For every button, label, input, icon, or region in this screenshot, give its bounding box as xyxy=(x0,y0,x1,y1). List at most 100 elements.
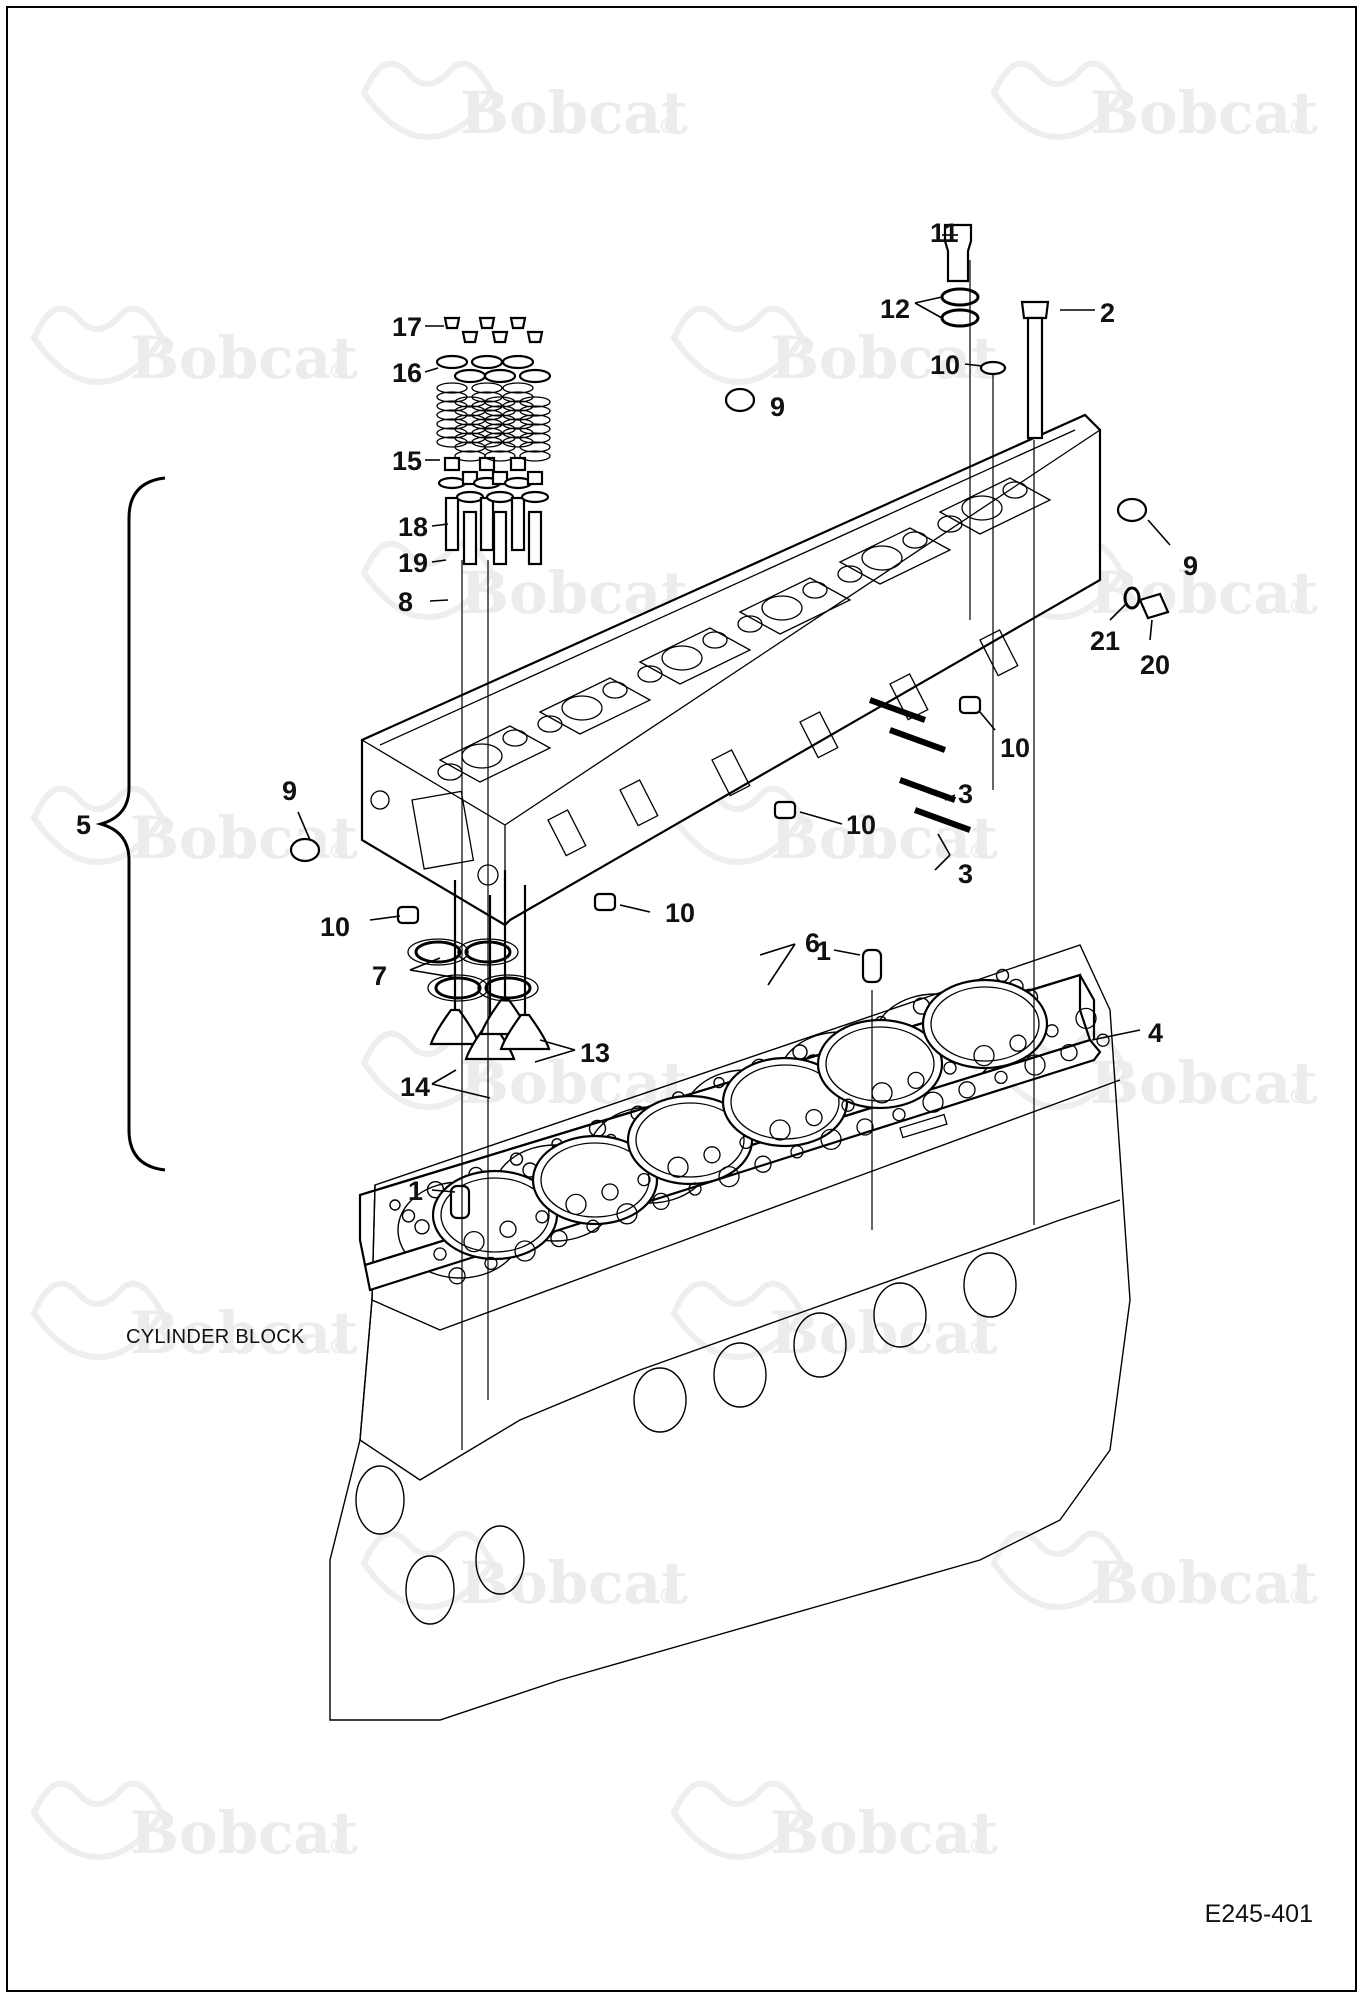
valve-cotter-collet xyxy=(491,330,509,344)
block-coolant-hole xyxy=(713,1076,725,1089)
callout-leader xyxy=(409,957,441,971)
gasket-passage-hole xyxy=(1060,1043,1078,1062)
injector-o-ring xyxy=(940,287,980,307)
callout-number: 7 xyxy=(372,961,387,991)
gasket-bore-inner xyxy=(540,1142,650,1218)
head-rocker-rail xyxy=(379,429,1076,746)
head-valve-seat xyxy=(502,729,528,747)
callout-number: 10 xyxy=(846,810,876,840)
block-coolant-hole xyxy=(509,1152,524,1166)
callout-leader xyxy=(1149,619,1153,641)
callout-number: 9 xyxy=(770,392,785,422)
callout-10: 10 xyxy=(619,898,695,928)
valve-guide xyxy=(479,496,495,552)
gasket-passage-hole xyxy=(754,1155,772,1173)
callout-leader xyxy=(424,367,439,373)
head-valve-seat xyxy=(1002,481,1028,499)
callout-12: 12 xyxy=(880,294,943,324)
locating-dowel xyxy=(449,1184,471,1220)
gasket-passage-hole xyxy=(958,1081,976,1099)
callout-leader xyxy=(431,559,447,563)
bobcat-watermark: Bobcat® xyxy=(990,540,1318,627)
callout-6: 6 xyxy=(759,928,820,986)
head-exhaust-port xyxy=(711,749,751,797)
bobcat-watermark: Bobcat® xyxy=(30,785,358,872)
callout-17: 17 xyxy=(392,312,444,342)
bobcat-head-icon xyxy=(30,305,166,386)
head-port-cover xyxy=(438,725,552,783)
head-valve-seat xyxy=(902,531,928,549)
valve-cotter-collet xyxy=(443,316,461,330)
callout-9: 9 xyxy=(770,392,785,422)
valve-spring-coil xyxy=(519,432,551,444)
callout-10: 10 xyxy=(930,350,983,380)
valve-head xyxy=(429,1008,481,1046)
gasket-passage-hole xyxy=(994,1070,1008,1085)
drain-plug xyxy=(1138,592,1170,620)
valve-spring-coil xyxy=(519,405,551,417)
watermark-registered: ® xyxy=(968,839,988,863)
watermark-registered: ® xyxy=(968,1334,988,1358)
head-cylinder-section xyxy=(537,677,652,735)
head-port-cover xyxy=(638,627,752,685)
gasket-bore-inner xyxy=(440,1177,550,1253)
threaded-stud xyxy=(898,777,957,803)
bobcat-head-icon xyxy=(990,1530,1126,1611)
callout-leader xyxy=(431,1083,491,1099)
watermark-text: Bobcat xyxy=(130,324,358,392)
callout-number: 1 xyxy=(816,936,831,966)
callout-leader xyxy=(429,599,449,602)
callout-10: 10 xyxy=(979,711,1030,763)
head-injector-bore xyxy=(761,595,803,621)
valve-cotter-collet xyxy=(526,330,544,344)
gasket-passage-hole xyxy=(535,1210,549,1224)
valve-spring-retainer xyxy=(435,354,469,370)
head-cylinder-section xyxy=(637,627,752,685)
bobcat-watermark: Bobcat® xyxy=(30,1280,358,1367)
block-crank-web xyxy=(963,1252,1017,1318)
gasket-passage-hole xyxy=(586,1219,600,1233)
gasket-passage-hole xyxy=(1009,1034,1027,1052)
valve-cotter-collet xyxy=(509,316,527,330)
callout-4: 4 xyxy=(1091,1018,1163,1048)
valve-seat-insert xyxy=(484,976,532,1000)
head-end-pocket xyxy=(411,790,475,870)
valve-spring-coil xyxy=(471,382,503,394)
callout-number: 4 xyxy=(1148,1018,1163,1048)
head-cylinder-section xyxy=(937,477,1052,535)
callout-leader xyxy=(431,1189,456,1193)
bobcat-watermark: Bobcat® xyxy=(360,60,688,147)
callout-leader xyxy=(944,794,956,801)
callout-13: 13 xyxy=(534,1038,610,1068)
gasket-passage-hole xyxy=(805,1108,823,1127)
valve-stem-seal xyxy=(461,470,479,486)
callout-number: 9 xyxy=(1183,551,1198,581)
gasket-passage-hole xyxy=(688,1182,702,1196)
callout-21: 21 xyxy=(1090,603,1127,656)
gasket-passage-hole xyxy=(637,1172,651,1187)
valve-guide xyxy=(527,510,543,566)
callout-3: 3 xyxy=(934,833,973,889)
head-valve-seat xyxy=(937,515,963,533)
head-exhaust-port xyxy=(619,779,659,827)
callout-leader xyxy=(539,1039,576,1051)
bobcat-watermark: Bobcat® xyxy=(990,1030,1318,1117)
callout-11: 11 xyxy=(930,218,959,248)
figure-code: E245-401 xyxy=(1204,1900,1313,1928)
gasket-bore-ring xyxy=(921,978,1049,1070)
gasket-passage-hole xyxy=(601,1183,619,1201)
watermark-registered: ® xyxy=(328,1334,348,1358)
block-coolant-hole xyxy=(389,1199,401,1211)
watermark-registered: ® xyxy=(328,839,348,863)
gasket-passage-hole xyxy=(616,1203,638,1225)
head-injector-bore xyxy=(661,645,703,671)
watermark-text: Bobcat xyxy=(1090,559,1318,627)
bobcat-watermark: Bobcat® xyxy=(30,305,358,392)
block-crank-web xyxy=(713,1342,767,1408)
callout-number: 17 xyxy=(392,312,422,342)
gasket-passage-hole xyxy=(856,1118,874,1136)
callout-number: 16 xyxy=(392,358,422,388)
valve-spring-washer xyxy=(520,490,550,504)
callout-leader xyxy=(1109,603,1127,621)
callout-leader xyxy=(431,523,449,527)
